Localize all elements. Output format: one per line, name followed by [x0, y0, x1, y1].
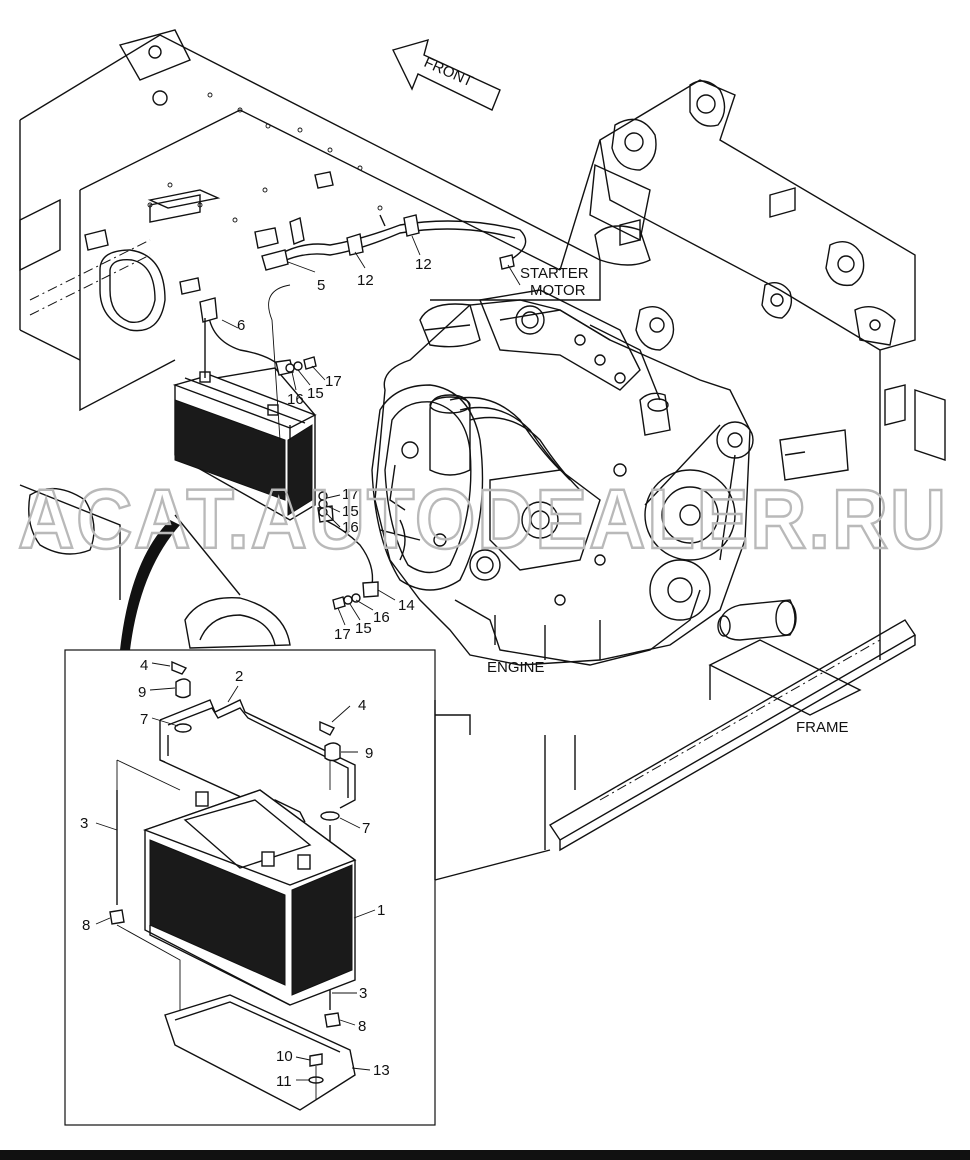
callout-3b: 3 — [359, 985, 367, 1002]
callout-7a: 7 — [140, 711, 148, 728]
callout-15b: 15 — [342, 503, 359, 520]
callout-9b: 9 — [365, 745, 373, 762]
terminal-hardware-top — [285, 356, 317, 373]
callout-12b: 12 — [415, 256, 432, 273]
callout-17b: 17 — [342, 486, 359, 503]
front-direction-arrow: FRONT — [392, 38, 501, 111]
callout-2: 2 — [235, 668, 243, 685]
battery-detail-view — [64, 649, 436, 1126]
battery-cable-14 — [317, 491, 379, 610]
frame-label: FRAME — [796, 719, 849, 736]
frame-holes — [147, 92, 383, 223]
callout-8a: 8 — [82, 917, 90, 934]
callout-5: 5 — [317, 277, 325, 294]
starter-motor-label-line1: STARTER — [520, 265, 589, 282]
callout-12a: 12 — [357, 272, 374, 289]
callout-6: 6 — [237, 317, 245, 334]
watermark: ACAT.AUTODEALER.RU — [18, 472, 948, 566]
callout-7b: 7 — [362, 820, 370, 837]
starter-motor-label-line2: MOTOR — [530, 282, 586, 299]
callout-14: 14 — [398, 597, 415, 614]
callout-3a: 3 — [80, 815, 88, 832]
battery-installed — [172, 367, 317, 521]
callout-8b: 8 — [358, 1018, 366, 1035]
callout-4b: 4 — [358, 697, 366, 714]
callout-13: 13 — [373, 1062, 390, 1079]
callout-10: 10 — [276, 1048, 293, 1065]
callout-leaders — [95, 235, 521, 1081]
battery-cable-6 — [199, 297, 294, 378]
callout-17c: 17 — [334, 626, 351, 643]
callout-17a: 17 — [325, 373, 342, 390]
callout-9a: 9 — [138, 684, 146, 701]
callout-16c: 16 — [373, 609, 390, 626]
bottom-border — [0, 1150, 970, 1160]
battery-cable-harness — [261, 214, 527, 271]
callout-15a: 15 — [307, 385, 324, 402]
machine-frame — [19, 29, 946, 881]
front-label: FRONT — [421, 54, 475, 91]
callout-16a: 16 — [287, 391, 304, 408]
callout-11: 11 — [276, 1073, 292, 1090]
engine-label: ENGINE — [487, 659, 545, 676]
callout-4a: 4 — [140, 657, 148, 674]
engine-assembly — [371, 289, 754, 666]
callout-16b: 16 — [342, 519, 359, 536]
detail-leader — [120, 520, 180, 650]
callout-15c: 15 — [355, 620, 372, 637]
callout-1: 1 — [377, 902, 385, 919]
